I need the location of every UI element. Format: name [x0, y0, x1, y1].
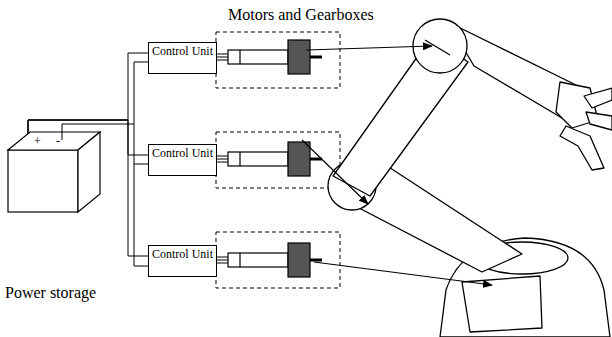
minus-wire [62, 62, 148, 266]
battery [8, 132, 100, 212]
power-wire [28, 120, 148, 155]
node-text: Control Unit [152, 147, 213, 160]
power-wire [28, 120, 148, 256]
caption-label: Motors and Gearboxes [228, 6, 374, 24]
power-wire [28, 53, 148, 134]
pointer-arrows [302, 46, 492, 285]
control-unit: Control Unit [148, 245, 217, 277]
caption-label: Power storage [5, 284, 96, 302]
robot-arm [328, 19, 612, 337]
control-unit: Control Unit [148, 144, 217, 176]
terminal-sign: + [34, 135, 41, 147]
battery-terminals: +- [22, 134, 82, 148]
node-text: Control Unit [152, 45, 213, 58]
terminal-sign: - [56, 135, 60, 147]
motor-units [216, 32, 340, 288]
control-unit: Control Unit [148, 42, 217, 74]
node-text: Control Unit [152, 248, 213, 261]
